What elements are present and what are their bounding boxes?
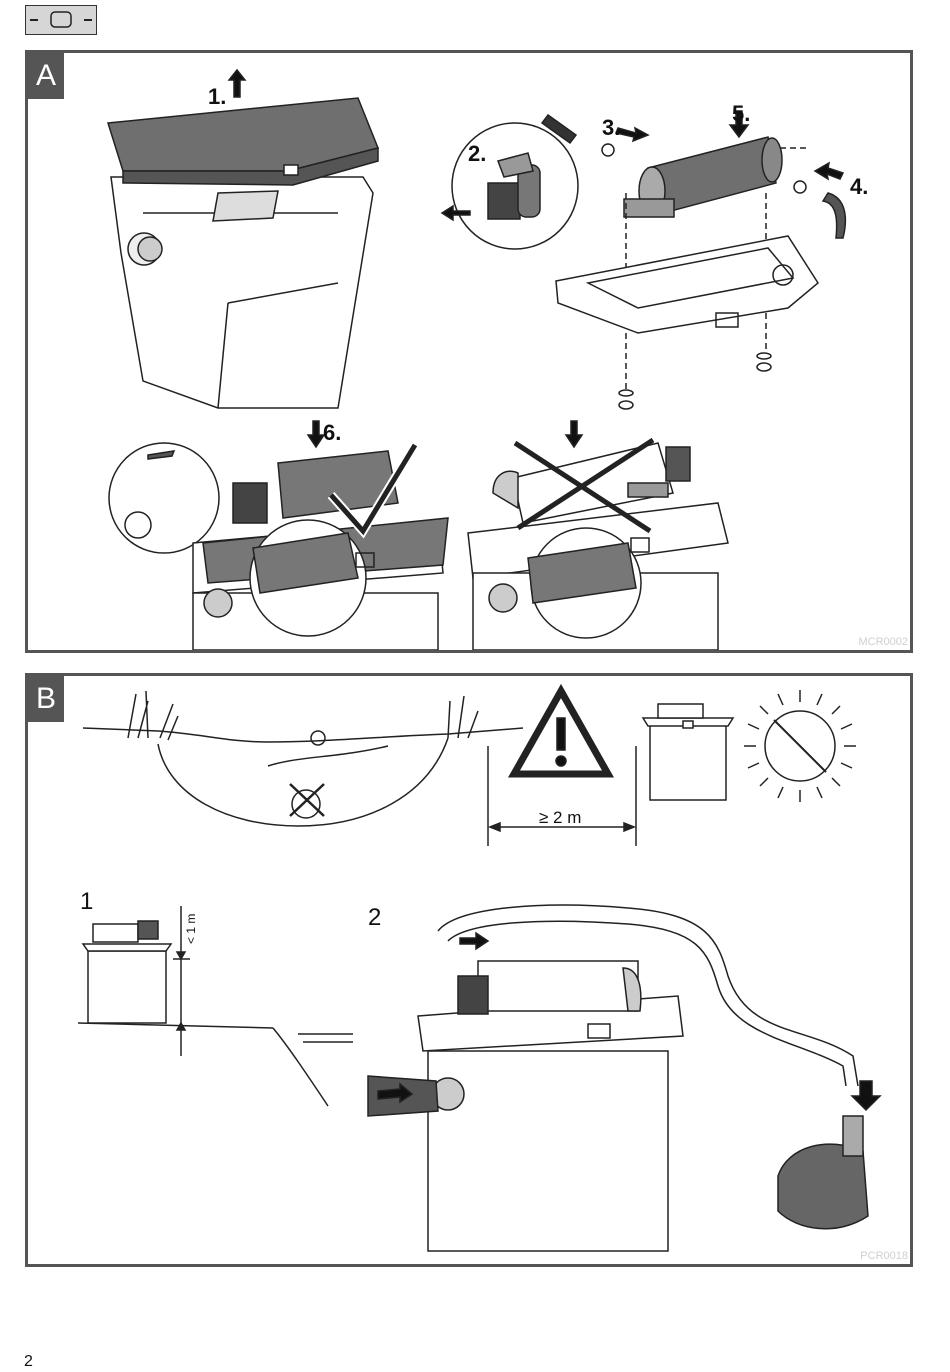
distance-label: ≥ 2 m (539, 808, 581, 828)
step-2-label: 2. (468, 141, 486, 167)
panel-a-code: MCR0002 (858, 636, 908, 648)
step-1-label: 1. (208, 84, 226, 110)
header-box (25, 5, 97, 35)
page-number: 2 (24, 1353, 33, 1371)
step-6-label: 6. (323, 420, 341, 446)
step-5-label: 5. (732, 101, 750, 127)
panel-b-illustration (28, 676, 910, 1264)
figure-1-label: 1 (80, 888, 93, 916)
panel-b-label: B (28, 676, 64, 722)
panel-a: A 1. 2. 3. 4. 5. 6. MCR0002 (25, 50, 913, 653)
height-limit-label: < 1 m (184, 914, 198, 944)
panel-b: B ≥ 2 m < 1 m 1 2 PCR0018 (25, 673, 913, 1267)
filter-box-icon (26, 6, 96, 34)
panel-b-code: PCR0018 (860, 1250, 908, 1262)
figure-2-label: 2 (368, 904, 381, 932)
panel-a-label: A (28, 53, 64, 99)
step-3-label: 3. (602, 115, 620, 141)
step-4-label: 4. (850, 174, 868, 200)
